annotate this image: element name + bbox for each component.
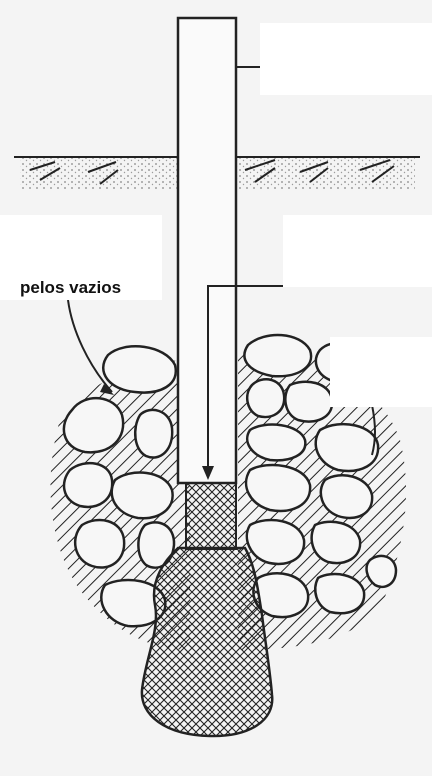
- label-box-stones: [330, 337, 432, 407]
- grout-inside-pipe: [186, 483, 236, 549]
- label-box-pipe: [260, 23, 432, 95]
- grout-bulb: [142, 548, 272, 736]
- voids-label: pelos vazios: [20, 278, 121, 298]
- label-box-inner-tube: [283, 215, 432, 287]
